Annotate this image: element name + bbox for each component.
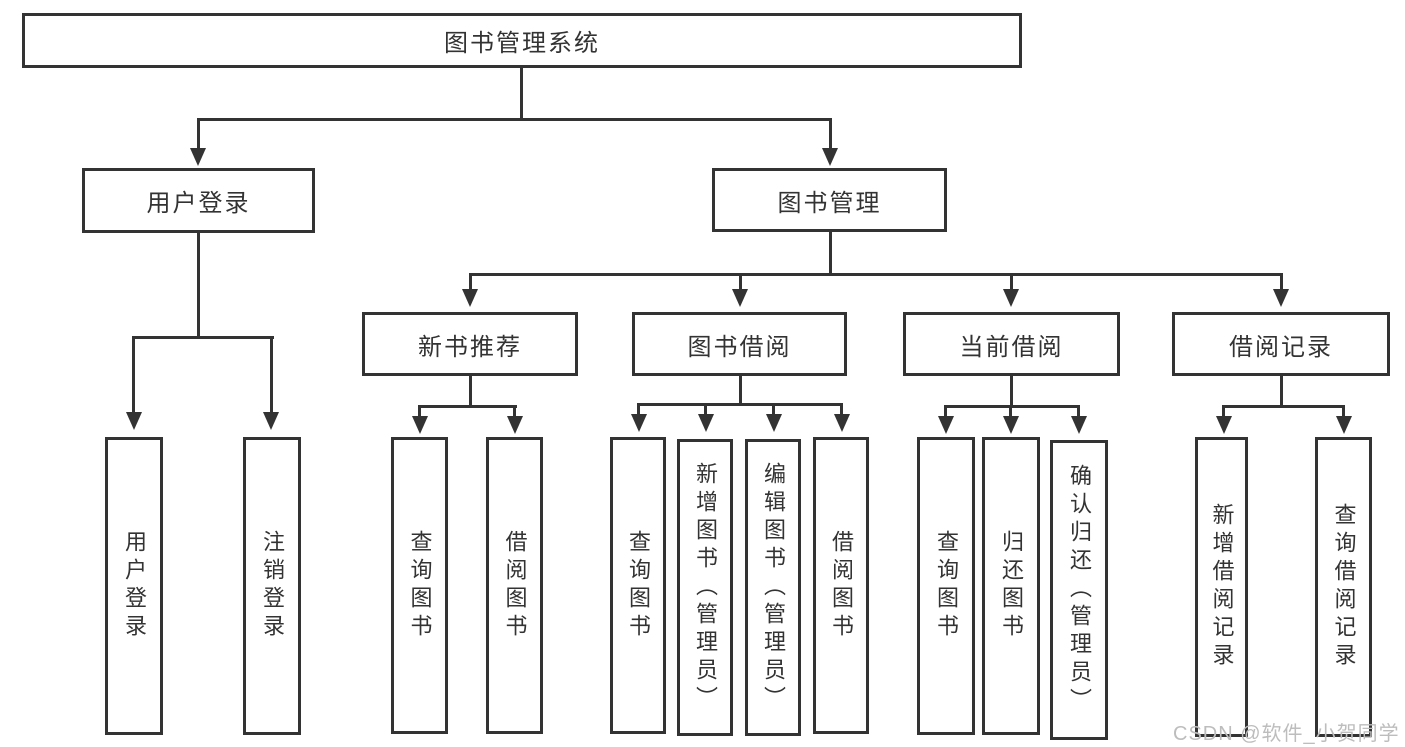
arrowhead-down-icon	[732, 289, 748, 307]
csdn-watermark: CSDN @软件_小贺同学	[1173, 723, 1400, 745]
connector-stem	[1280, 376, 1283, 405]
connector-drop	[513, 405, 516, 416]
arrowhead-down-icon	[1216, 416, 1232, 434]
node-new-book-recommend: 新书推荐	[362, 312, 578, 376]
connector-drop	[1342, 405, 1345, 416]
connector-drop	[1222, 405, 1225, 416]
connector-stem	[1010, 376, 1013, 405]
connector-drop	[829, 118, 832, 148]
arrowhead-down-icon	[631, 414, 647, 432]
leaf-borrow-books: 借阅图书	[813, 437, 869, 734]
connector-drop	[1010, 273, 1013, 289]
arrowhead-down-icon	[412, 416, 428, 434]
leaf-query-books: 查询图书	[610, 437, 666, 734]
arrowhead-down-icon	[1273, 289, 1289, 307]
arrowhead-down-icon	[190, 148, 206, 166]
arrowhead-down-icon	[698, 414, 714, 432]
connector-drop	[270, 336, 273, 412]
leaf-add-borrow-record: 新增借阅记录	[1195, 437, 1248, 737]
connector-drop	[1280, 273, 1283, 289]
leaf-add-books-admin: 新增图书（管理员）	[677, 439, 733, 736]
arrowhead-down-icon	[1003, 416, 1019, 434]
node-label: 图书管理	[777, 189, 882, 217]
node-label: 当前借阅	[959, 333, 1064, 361]
leaf-query-books: 查询图书	[917, 437, 975, 735]
arrowhead-down-icon	[263, 412, 279, 430]
node-label: 新增图书（管理员）	[693, 461, 718, 714]
arrowhead-down-icon	[834, 414, 850, 432]
node-label: 借阅图书	[829, 529, 854, 642]
connector-level2-rail	[197, 118, 832, 121]
arrowhead-down-icon	[462, 289, 478, 307]
connector-userlogin-rail	[132, 336, 274, 339]
arrowhead-down-icon	[126, 412, 142, 430]
connector-drop	[944, 405, 947, 416]
node-library-management-system: 图书管理系统	[22, 13, 1022, 68]
arrowhead-down-icon	[938, 416, 954, 434]
node-label: 用户登录	[146, 190, 251, 217]
connector-userlogin-stem	[197, 232, 200, 336]
connector-rail	[418, 405, 517, 408]
connector-rail	[1222, 405, 1345, 408]
connector-drop	[772, 403, 775, 414]
node-label: 查询图书	[934, 530, 959, 642]
connector-drop	[739, 273, 742, 289]
connector-drop	[840, 403, 843, 414]
node-label: 图书借阅	[687, 333, 792, 361]
connector-drop	[637, 403, 640, 414]
node-label: 查询图书	[626, 529, 651, 642]
connector-drop	[469, 273, 472, 289]
connector-drop	[1077, 405, 1080, 416]
leaf-user-login: 用户登录	[105, 437, 163, 735]
leaf-query-borrow-record: 查询借阅记录	[1315, 437, 1372, 737]
connector-level3-rail	[469, 273, 1283, 276]
node-label: 查询图书	[407, 529, 433, 642]
leaf-borrow-books: 借阅图书	[486, 437, 543, 734]
node-label: 查询借阅记录	[1331, 503, 1357, 671]
arrowhead-down-icon	[1336, 416, 1352, 434]
node-borrowing-records: 借阅记录	[1172, 312, 1390, 376]
connector-drop	[1009, 405, 1012, 416]
connector-drop	[132, 336, 135, 412]
node-label: 新书推荐	[418, 333, 522, 361]
arrowhead-down-icon	[766, 414, 782, 432]
connector-drop	[704, 403, 707, 414]
node-user-login: 用户登录	[82, 168, 315, 233]
node-label: 编辑图书（管理员）	[761, 461, 786, 714]
leaf-return-books: 归还图书	[982, 437, 1040, 735]
arrowhead-down-icon	[822, 148, 838, 166]
arrowhead-down-icon	[1071, 416, 1087, 434]
connector-rail	[637, 403, 843, 406]
node-label: 归还图书	[999, 530, 1024, 642]
node-label: 借阅记录	[1229, 333, 1333, 361]
node-book-management: 图书管理	[712, 168, 947, 232]
connector-drop	[197, 118, 200, 148]
leaf-query-books: 查询图书	[391, 437, 448, 734]
leaf-confirm-return-admin: 确认归还（管理员）	[1050, 440, 1108, 740]
connector-stem	[469, 376, 472, 405]
node-current-borrowing: 当前借阅	[903, 312, 1120, 376]
connector-bookmgmt-stem	[829, 232, 832, 273]
connector-drop	[418, 405, 421, 416]
leaf-edit-books-admin: 编辑图书（管理员）	[745, 439, 801, 736]
node-label: 图书管理系统	[444, 30, 600, 57]
leaf-logout: 注销登录	[243, 437, 301, 735]
node-label: 新增借阅记录	[1209, 503, 1235, 671]
node-label: 用户登录	[122, 530, 147, 642]
arrowhead-down-icon	[507, 416, 523, 434]
node-label: 借阅图书	[502, 529, 528, 642]
connector-rail	[944, 405, 1080, 408]
connector-root-stem	[520, 68, 523, 118]
node-label: 确认归还（管理员）	[1067, 464, 1092, 716]
connector-stem	[739, 376, 742, 403]
arrowhead-down-icon	[1003, 289, 1019, 307]
node-label: 注销登录	[260, 530, 285, 642]
node-book-borrowing: 图书借阅	[632, 312, 847, 376]
